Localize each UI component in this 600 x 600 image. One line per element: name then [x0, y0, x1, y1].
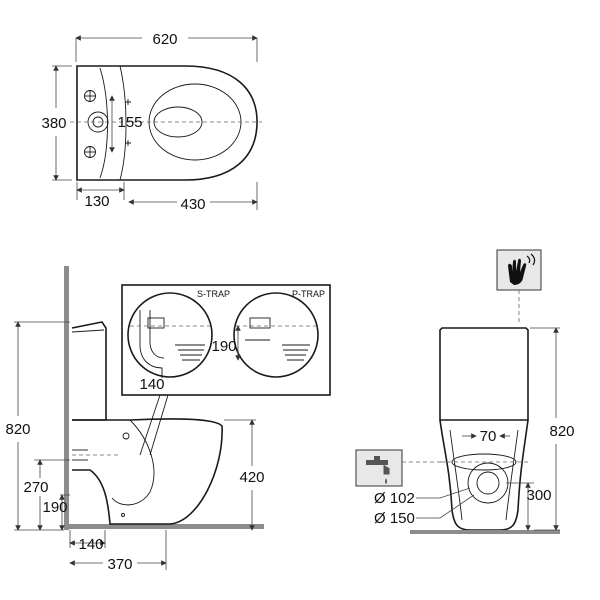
- hand-sensor-icon: [496, 249, 542, 291]
- top-width-label: 620: [152, 31, 177, 48]
- diameter-150-label: Ø 150: [374, 510, 415, 527]
- water-tap-icon: [355, 449, 403, 487]
- p-trap-height-label: 190: [211, 338, 236, 355]
- front-view: 70 820 300 Ø 102 Ø 150: [355, 249, 575, 534]
- p-trap-circle: [233, 292, 319, 378]
- side-bowl: [72, 418, 223, 525]
- diameter-102-label: Ø 102: [374, 490, 415, 507]
- front-inlet-label: 70: [480, 428, 497, 445]
- s-trap-circle: [127, 292, 213, 378]
- s-trap-offset-label: 140: [139, 376, 164, 393]
- side-outlet-label: 140: [78, 536, 103, 553]
- trap-detail-frame: [121, 284, 331, 396]
- top-depth-label: 380: [41, 115, 66, 132]
- side-pipe-270-label: 270: [23, 479, 48, 496]
- top-bowl-outline: [76, 65, 258, 181]
- front-outlet-label: 300: [526, 487, 551, 504]
- side-base-label: 370: [107, 556, 132, 573]
- side-rim-label: 420: [239, 469, 264, 486]
- trap-detail: S-TRAP 140 P-TRAP 190: [121, 284, 331, 456]
- side-tank: [71, 321, 107, 421]
- top-offset-label: 130: [84, 193, 109, 210]
- front-tank: [439, 327, 529, 421]
- side-pipe-190-label: 190: [42, 499, 67, 516]
- top-hole-spacing-label: 155: [117, 114, 142, 131]
- p-trap-label: P-TRAP: [292, 289, 325, 299]
- top-view: 620 380 155 130 430: [41, 31, 262, 213]
- side-height-label: 820: [5, 421, 30, 438]
- side-view: 820 270 190 140 370 420: [5, 266, 265, 573]
- top-seat-label: 430: [180, 196, 205, 213]
- s-trap-label: S-TRAP: [197, 289, 230, 299]
- front-height-label: 820: [549, 423, 574, 440]
